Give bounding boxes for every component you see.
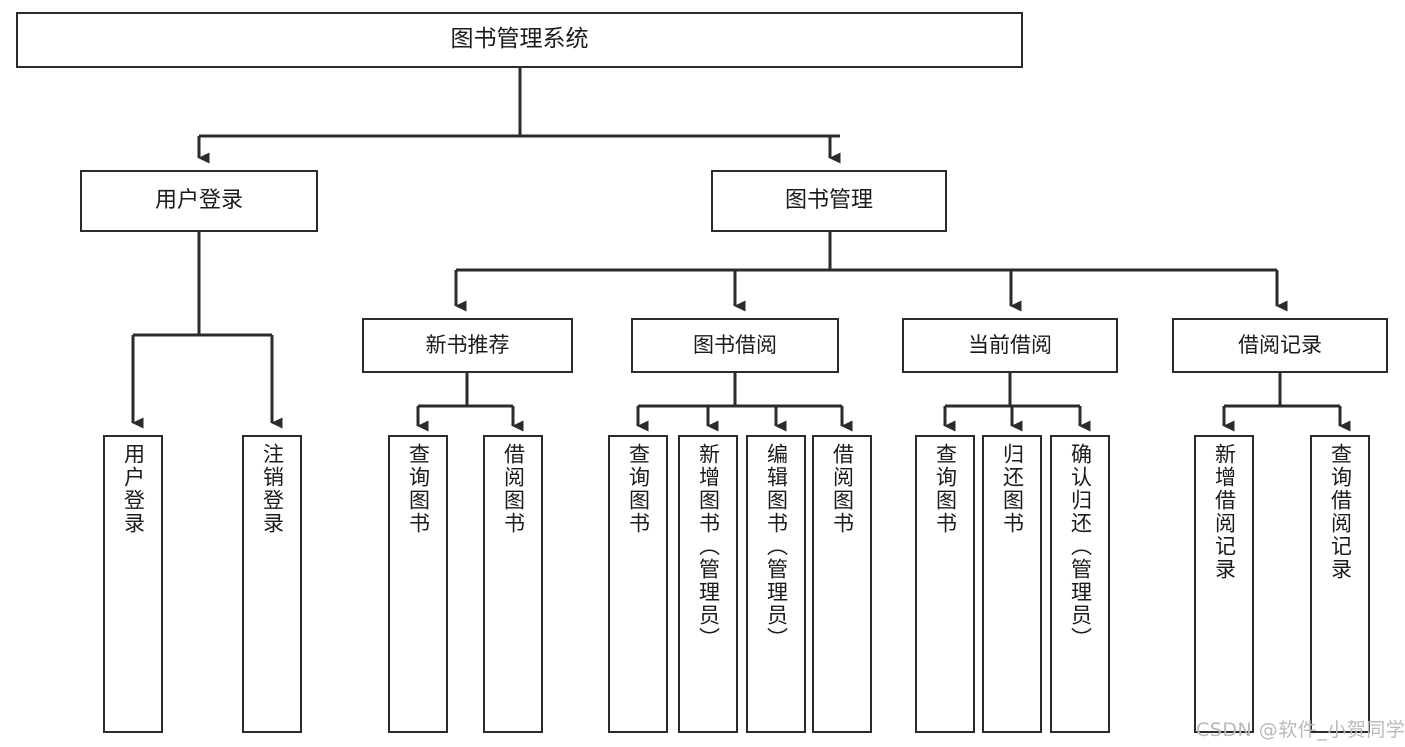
connectors-book-manage [454, 232, 1288, 312]
node-label: 当前借阅 [968, 333, 1052, 358]
node-label: 新书推荐 [425, 333, 510, 358]
node-book-borrow[interactable]: 图书借阅 [631, 318, 839, 373]
node-label: 用户登录 [121, 443, 146, 535]
csdn-watermark: CSDN @软件_小贺同学 [1196, 719, 1405, 741]
node-label: 新增图书（管理员） [696, 443, 721, 650]
leaf-add-borrow-record[interactable]: 新增借阅记录 [1194, 435, 1254, 733]
node-label: 确认归还（管理员） [1068, 443, 1093, 650]
leaf-query-book-current[interactable]: 查询图书 [915, 435, 975, 733]
node-borrow-record[interactable]: 借阅记录 [1172, 318, 1388, 373]
node-label: 新增借阅记录 [1212, 443, 1237, 581]
connectors-current-borrow [943, 373, 1091, 432]
node-label: 借阅图书 [830, 443, 855, 535]
leaf-logout[interactable]: 注销登录 [242, 435, 302, 733]
node-label: 查询借阅记录 [1328, 443, 1353, 581]
node-label: 用户登录 [154, 188, 243, 214]
node-label: 借阅记录 [1238, 333, 1322, 358]
connectors-root [197, 68, 841, 164]
leaf-query-book-borrow[interactable]: 查询图书 [608, 435, 668, 733]
node-label: 查询图书 [626, 443, 651, 535]
node-label: 编辑图书（管理员） [764, 443, 789, 650]
leaf-user-login[interactable]: 用户登录 [103, 435, 163, 733]
node-label: 图书管理 [784, 188, 873, 214]
node-new-book-recommend[interactable]: 新书推荐 [362, 318, 573, 373]
leaf-add-book-admin[interactable]: 新增图书（管理员） [678, 435, 738, 733]
node-label: 图书管理系统 [450, 26, 589, 53]
node-label: 借阅图书 [501, 443, 526, 535]
node-label: 图书借阅 [693, 333, 777, 358]
connectors-book-borrow [636, 373, 853, 432]
connectors-new-book-rec [416, 373, 524, 432]
leaf-edit-book-admin[interactable]: 编辑图书（管理员） [746, 435, 806, 733]
connectors-borrow-record [1222, 373, 1351, 432]
node-label: 查询图书 [406, 443, 431, 535]
leaf-query-borrow-record[interactable]: 查询借阅记录 [1310, 435, 1370, 733]
node-current-borrow[interactable]: 当前借阅 [902, 318, 1118, 373]
node-user-login[interactable]: 用户登录 [80, 170, 318, 232]
node-root-system[interactable]: 图书管理系统 [16, 12, 1023, 68]
node-label: 归还图书 [1000, 443, 1025, 535]
node-label: 查询图书 [933, 443, 958, 535]
leaf-return-book[interactable]: 归还图书 [982, 435, 1042, 733]
node-label: 注销登录 [260, 443, 285, 535]
connectors-user-login [131, 232, 283, 429]
leaf-query-book-rec[interactable]: 查询图书 [388, 435, 448, 733]
leaf-confirm-return-admin[interactable]: 确认归还（管理员） [1050, 435, 1110, 733]
leaf-borrow-book[interactable]: 借阅图书 [812, 435, 872, 733]
node-book-management[interactable]: 图书管理 [711, 170, 947, 232]
leaf-borrow-book-rec[interactable]: 借阅图书 [483, 435, 543, 733]
